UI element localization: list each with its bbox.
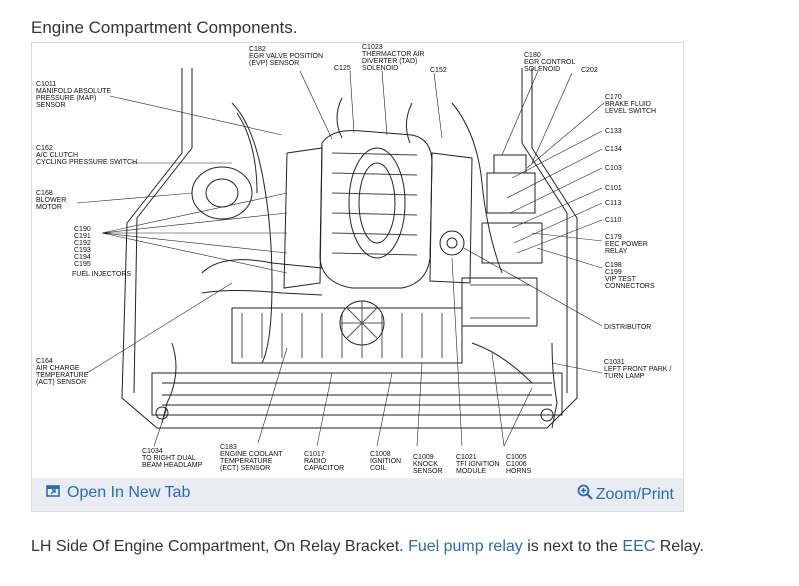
label-c110: C110 (605, 217, 621, 224)
label-c103: C103 (605, 165, 622, 172)
label-c152: C152 (430, 67, 447, 74)
page-title: Engine Compartment Components. (31, 18, 298, 37)
label-distributor: DISTRIBUTOR (604, 324, 651, 331)
caption-text-3: Relay. (655, 538, 704, 555)
leader-lines (76, 70, 605, 447)
label-c134: C134 (605, 146, 622, 153)
label-c101: C101 (605, 185, 622, 192)
eec-link[interactable]: EEC (622, 538, 656, 555)
image-toolbar: Open In New Tab Zoom/Print (32, 478, 683, 511)
magnifier-plus-icon (577, 484, 593, 505)
label-c125: C125 (334, 65, 351, 72)
zoom-print-label: Zoom/Print (595, 485, 674, 503)
label-c133: C133 (605, 128, 622, 135)
label-c113: C113 (605, 200, 621, 207)
zoom-print-link[interactable]: Zoom/Print (577, 484, 674, 505)
engine-drawing (121, 68, 578, 429)
label-c202: C202 (581, 67, 598, 74)
external-window-icon (46, 484, 60, 502)
caption-text-2: is next to the (522, 538, 623, 555)
fuel-pump-relay-link[interactable]: Fuel pump relay (408, 538, 523, 555)
caption-text-1: LH Side Of Engine Compartment, On Relay … (31, 538, 409, 555)
image-caption: LH Side Of Engine Compartment, On Relay … (31, 538, 704, 556)
open-in-new-tab-link[interactable]: Open In New Tab (46, 484, 190, 502)
open-in-new-tab-label: Open In New Tab (67, 484, 191, 501)
